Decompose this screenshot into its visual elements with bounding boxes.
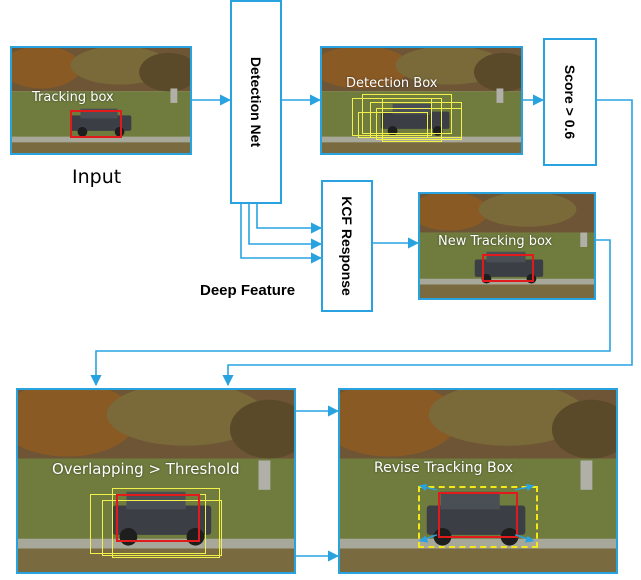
revise-panel: Revise Tracking Box xyxy=(338,388,618,574)
detection-box xyxy=(358,112,428,138)
revised-tracking-box xyxy=(418,486,538,548)
input-panel: Tracking box xyxy=(10,46,192,155)
tracking-box xyxy=(70,110,122,138)
kcf-response-block: KCF Response xyxy=(321,180,373,312)
revise-arrows xyxy=(418,484,535,543)
tracking-box xyxy=(116,494,200,542)
detection-box-caption: Detection Box xyxy=(346,76,438,91)
kcf-response-label: KCF Response xyxy=(339,196,355,296)
overlapping-panel: Overlapping > Threshold xyxy=(16,388,296,574)
input-label: Input xyxy=(72,166,122,188)
score-block: Score > 0.6 xyxy=(543,38,597,166)
car-scene-image xyxy=(340,390,616,572)
tracking-box-caption: Tracking box xyxy=(32,90,114,105)
detection-panel: Detection Box xyxy=(320,46,523,155)
score-label: Score > 0.6 xyxy=(562,64,578,140)
car-scene-image xyxy=(322,48,521,153)
new-tracking-box xyxy=(482,254,534,282)
deep-feature-label: Deep Feature xyxy=(200,282,296,299)
detection-box xyxy=(382,98,442,142)
detection-box xyxy=(376,108,462,140)
detection-net-block: Detection Net xyxy=(230,0,282,204)
new-tracking-panel: New Tracking box xyxy=(418,192,596,300)
tracking-box xyxy=(438,492,518,538)
detection-box xyxy=(112,488,220,558)
car-scene-image xyxy=(12,48,190,153)
detection-box xyxy=(362,94,452,134)
revise-tracking-box-caption: Revise Tracking Box xyxy=(374,460,514,476)
new-tracking-box-caption: New Tracking box xyxy=(438,234,553,249)
detection-box xyxy=(102,500,222,556)
overlapping-caption: Overlapping > Threshold xyxy=(52,460,240,478)
detection-net-label: Detection Net xyxy=(248,56,264,148)
